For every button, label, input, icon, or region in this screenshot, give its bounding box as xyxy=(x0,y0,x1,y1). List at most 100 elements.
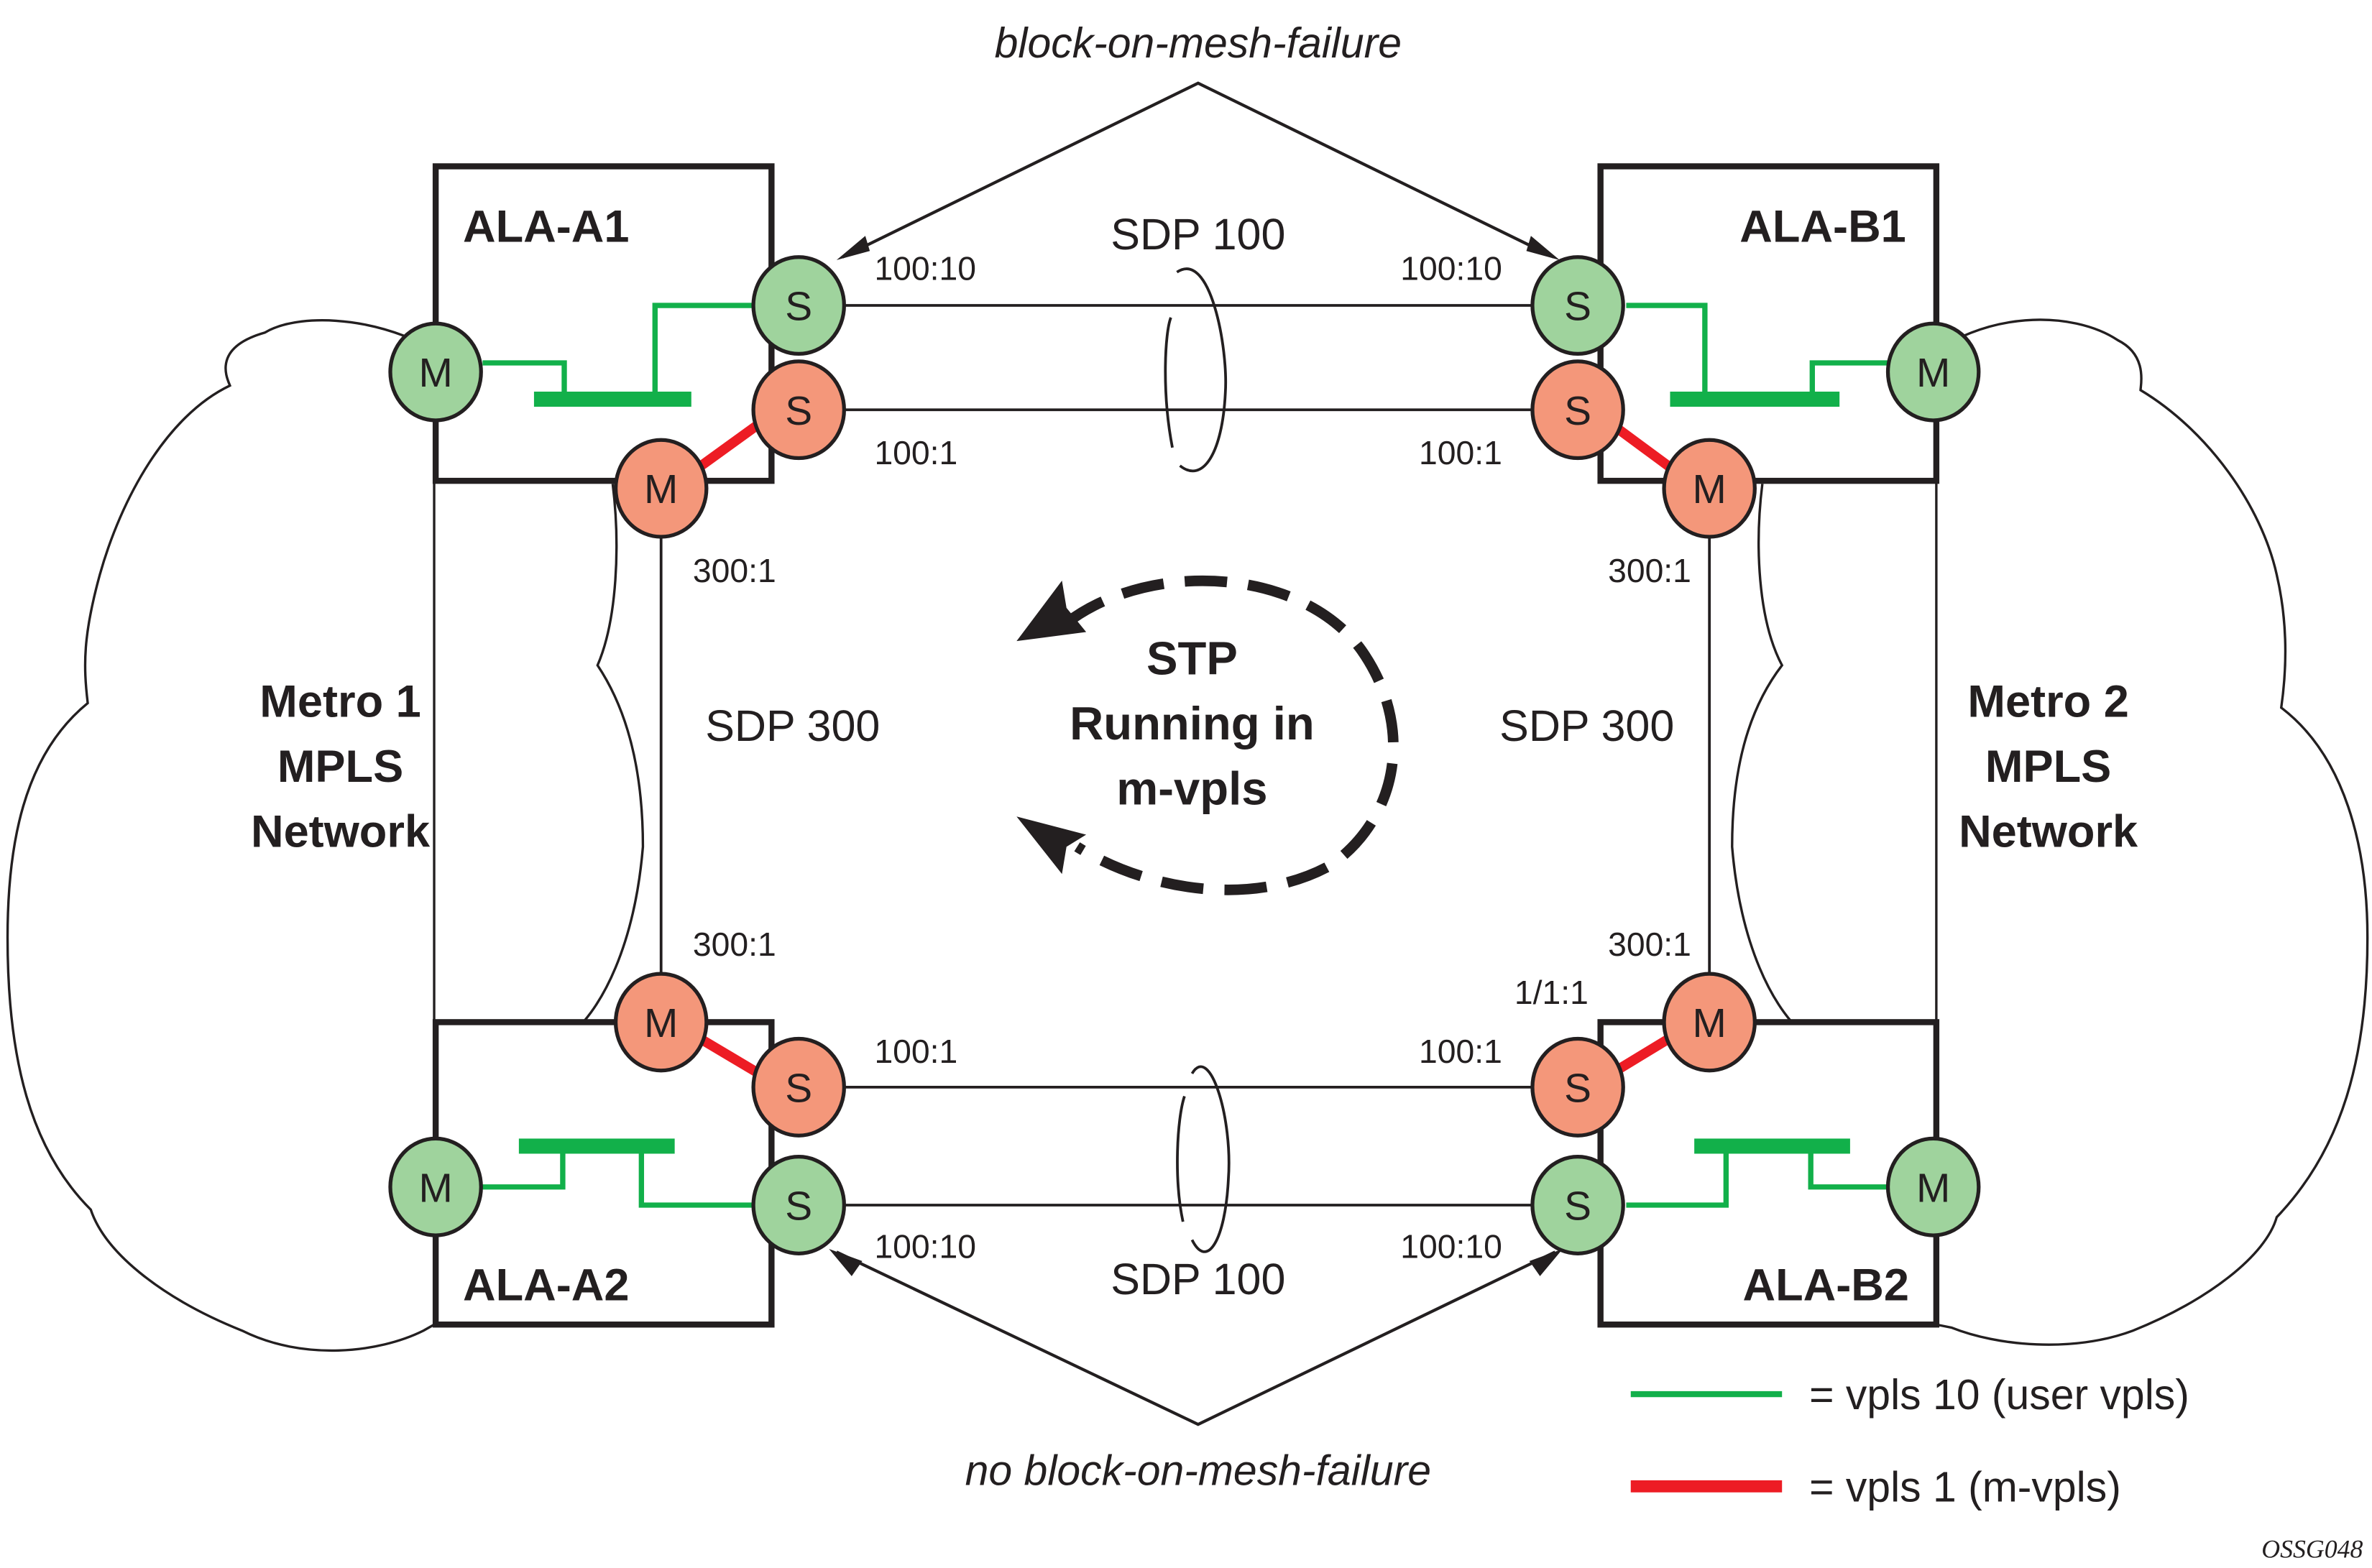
svg-text:Metro 1: Metro 1 xyxy=(259,676,421,727)
svg-text:M: M xyxy=(1693,467,1727,512)
svg-text:M: M xyxy=(1916,351,1950,396)
ala-a2-mesh-vpls1-node[interactable]: M xyxy=(613,972,709,1073)
ala-a1-box[interactable] xyxy=(432,163,775,484)
ala-a1-spoke-vpls10-node[interactable]: S xyxy=(751,255,846,356)
ala-a1-mesh-vpls10-node[interactable]: M xyxy=(388,321,483,423)
arrow-head-right-icon xyxy=(1526,236,1560,260)
sdp100-top-label: SDP 100 xyxy=(1111,210,1285,259)
b2-spoke-vpls10-id: 100:10 xyxy=(1400,1228,1502,1265)
arrow-head-left-icon xyxy=(836,236,870,260)
b2-port-id: 1/1:1 xyxy=(1514,974,1589,1011)
ala-a2-vpls10-mesh-link xyxy=(482,1149,566,1190)
stp-arrow-head-bottom-icon xyxy=(1016,816,1087,875)
svg-text:S: S xyxy=(785,285,812,330)
svg-text:S: S xyxy=(1564,285,1591,330)
ala-b2-vpls10-mesh-link xyxy=(1808,1149,1888,1190)
ala-a2-title: ALA-A2 xyxy=(463,1260,629,1311)
sdp300-right-label: SDP 300 xyxy=(1499,701,1674,750)
b2-mesh-sdp300-id: 300:1 xyxy=(1608,926,1691,963)
ala-b2-box[interactable] xyxy=(1597,1019,1940,1328)
ala-a1-title: ALA-A1 xyxy=(463,202,629,252)
ala-a2-spoke-vpls10-node[interactable]: S xyxy=(751,1155,846,1255)
sdp100-top-bundle-ellipse xyxy=(1164,267,1228,473)
ala-a2-spoke-vpls1-node[interactable]: S xyxy=(751,1036,846,1138)
svg-text:S: S xyxy=(1564,389,1591,434)
b1-mesh-sdp300-id: 300:1 xyxy=(1608,552,1691,589)
ala-a2-box[interactable] xyxy=(432,1019,775,1328)
ala-a2-mesh-vpls10-node[interactable]: M xyxy=(388,1136,483,1237)
svg-text:Metro 2: Metro 2 xyxy=(1967,676,2129,727)
legend-vpls1-label: = vpls 1 (m-vpls) xyxy=(1809,1464,2121,1511)
svg-text:Network: Network xyxy=(1959,806,2138,857)
ala-b1-box[interactable] xyxy=(1597,163,1940,484)
ala-a1-vpls10-mesh-link xyxy=(482,360,567,397)
legend-vpls10-label: = vpls 10 (user vpls) xyxy=(1809,1372,2189,1419)
a2-spoke-vpls1-id: 100:1 xyxy=(874,1033,957,1070)
a2-spoke-vpls10-id: 100:10 xyxy=(874,1228,976,1265)
svg-text:m-vpls: m-vpls xyxy=(1116,762,1267,814)
ala-b2-mesh-vpls1-node[interactable]: M xyxy=(1662,972,1757,1073)
svg-text:Running in: Running in xyxy=(1070,697,1315,750)
arrow-head-left-icon xyxy=(829,1249,863,1276)
a1-spoke-vpls1-id: 100:1 xyxy=(874,434,957,471)
svg-text:S: S xyxy=(785,389,812,434)
svg-text:M: M xyxy=(644,1001,678,1046)
svg-text:M: M xyxy=(418,1166,452,1211)
metro1-label: Metro 1 MPLS Network xyxy=(251,676,431,857)
a1-mesh-sdp300-id: 300:1 xyxy=(693,552,776,589)
ala-a1-spoke-vpls1-node[interactable]: S xyxy=(751,359,846,461)
sdp100-bottom-label: SDP 100 xyxy=(1111,1255,1285,1304)
svg-text:M: M xyxy=(644,467,678,512)
svg-text:Network: Network xyxy=(251,806,431,857)
svg-text:STP: STP xyxy=(1146,632,1238,684)
stp-arrow-head-top-icon xyxy=(1016,580,1087,642)
stp-dashed-loop xyxy=(1063,575,1399,895)
svg-text:M: M xyxy=(1916,1166,1950,1211)
metro2-cloud xyxy=(1919,318,2369,1346)
ala-a2-vpls10-bar xyxy=(518,1138,675,1154)
figure-id: OSSG048 xyxy=(2261,1534,2363,1563)
sdp100-bottom-bundle-ellipse xyxy=(1176,1065,1231,1253)
svg-text:M: M xyxy=(418,351,452,396)
ala-b2-spoke-vpls10-node[interactable]: S xyxy=(1530,1155,1625,1255)
b1-spoke-vpls1-id: 100:1 xyxy=(1419,434,1502,471)
ala-b1-mesh-vpls1-node[interactable]: M xyxy=(1662,438,1757,539)
no-block-on-mesh-failure-arrows xyxy=(829,1249,1563,1426)
arrow-head-right-icon xyxy=(1529,1249,1563,1276)
svg-text:S: S xyxy=(785,1184,812,1230)
ala-a1-mesh-vpls1-node[interactable]: M xyxy=(613,438,709,539)
svg-text:S: S xyxy=(785,1066,812,1111)
ala-a2-vpls10-spoke-link xyxy=(638,1149,754,1208)
metro1-cloud xyxy=(6,319,456,1352)
svg-text:S: S xyxy=(1564,1184,1591,1230)
ala-b1-spoke-vpls10-node[interactable]: S xyxy=(1530,255,1625,356)
ala-a1-vpls10-bar xyxy=(533,391,691,407)
block-on-mesh-failure-label: block-on-mesh-failure xyxy=(995,20,1402,67)
ala-b1-spoke-vpls1-node[interactable]: S xyxy=(1530,359,1625,461)
no-block-on-mesh-failure-label: no block-on-mesh-failure xyxy=(965,1447,1431,1494)
sdp300-left-label: SDP 300 xyxy=(705,701,880,750)
ala-a1-mvpls-link xyxy=(689,416,767,476)
svg-text:S: S xyxy=(1564,1066,1591,1111)
stp-loop: STP Running in m-vpls xyxy=(1016,575,1399,895)
b2-spoke-vpls1-id: 100:1 xyxy=(1419,1033,1502,1070)
ala-b1-vpls10-mesh-link xyxy=(1809,360,1888,397)
ala-b2-mesh-vpls10-node[interactable]: M xyxy=(1885,1136,1981,1237)
metro2-label: Metro 2 MPLS Network xyxy=(1959,676,2138,857)
ala-b2-vpls10-bar xyxy=(1694,1138,1850,1154)
ala-b1-vpls10-bar xyxy=(1670,391,1840,407)
ala-b1-mesh-vpls10-node[interactable]: M xyxy=(1885,321,1981,423)
b1-spoke-vpls10-id: 100:10 xyxy=(1400,249,1502,287)
a1-spoke-vpls10-id: 100:10 xyxy=(874,249,976,287)
a2-mesh-sdp300-id: 300:1 xyxy=(693,926,776,963)
block-on-mesh-failure-arrows xyxy=(836,81,1560,260)
svg-text:M: M xyxy=(1693,1001,1727,1046)
ala-b2-vpls10-spoke-link xyxy=(1626,1149,1729,1208)
ala-b1-vpls10-spoke-link xyxy=(1626,303,1708,397)
ala-a1-vpls10-spoke-link xyxy=(652,303,754,397)
svg-text:MPLS: MPLS xyxy=(277,742,403,792)
svg-text:MPLS: MPLS xyxy=(1985,742,2111,792)
ala-b2-spoke-vpls1-node[interactable]: S xyxy=(1530,1036,1625,1138)
ala-b1-title: ALA-B1 xyxy=(1739,202,1906,252)
